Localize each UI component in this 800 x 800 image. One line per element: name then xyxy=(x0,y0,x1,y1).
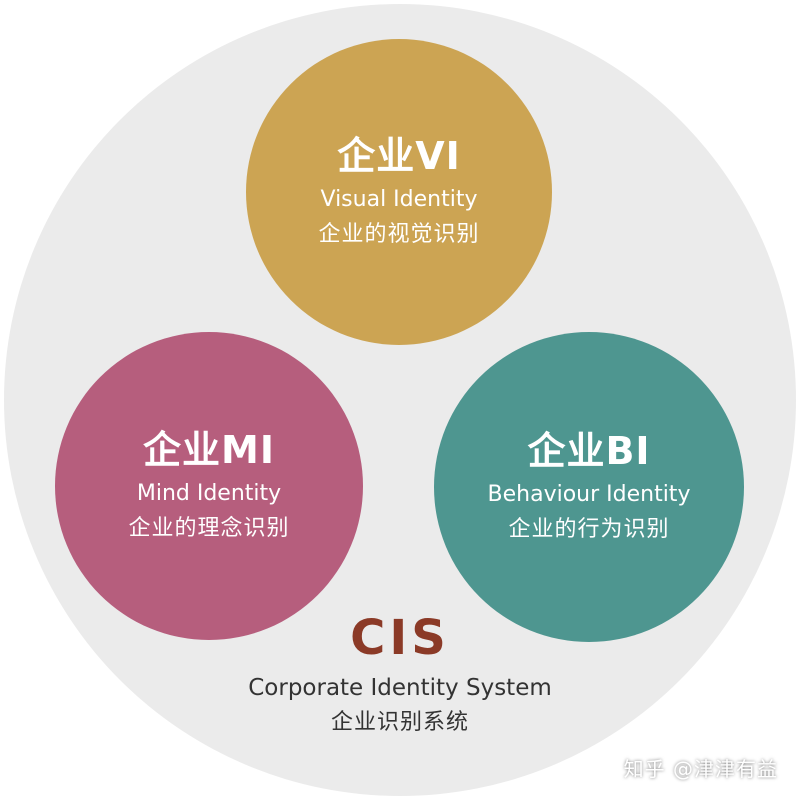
bi-title: 企业BI xyxy=(527,428,651,473)
mi-chinese-label: 企业的理念识别 xyxy=(128,515,290,541)
cis-english-label: Corporate Identity System xyxy=(248,674,552,701)
mi-title: 企业MI xyxy=(143,427,275,472)
watermark: 知乎 @津津有益 xyxy=(623,757,778,781)
mi-circle: 企业MI Mind Identity 企业的理念识别 xyxy=(55,332,363,640)
bi-chinese-label: 企业的行为识别 xyxy=(508,516,670,542)
cis-label-block: CIS Corporate Identity System 企业识别系统 xyxy=(200,610,600,738)
vi-english-label: Visual Identity xyxy=(320,187,478,213)
vi-title: 企业VI xyxy=(337,133,461,178)
cis-chinese-label: 企业识别系统 xyxy=(330,710,469,736)
vi-circle: 企业VI Visual Identity 企业的视觉识别 xyxy=(246,39,552,345)
cis-title: CIS xyxy=(350,610,450,666)
mi-english-label: Mind Identity xyxy=(136,481,282,507)
bi-circle: 企业BI Behaviour Identity 企业的行为识别 xyxy=(434,332,744,642)
bi-english-label: Behaviour Identity xyxy=(487,482,691,508)
vi-chinese-label: 企业的视觉识别 xyxy=(318,221,480,247)
